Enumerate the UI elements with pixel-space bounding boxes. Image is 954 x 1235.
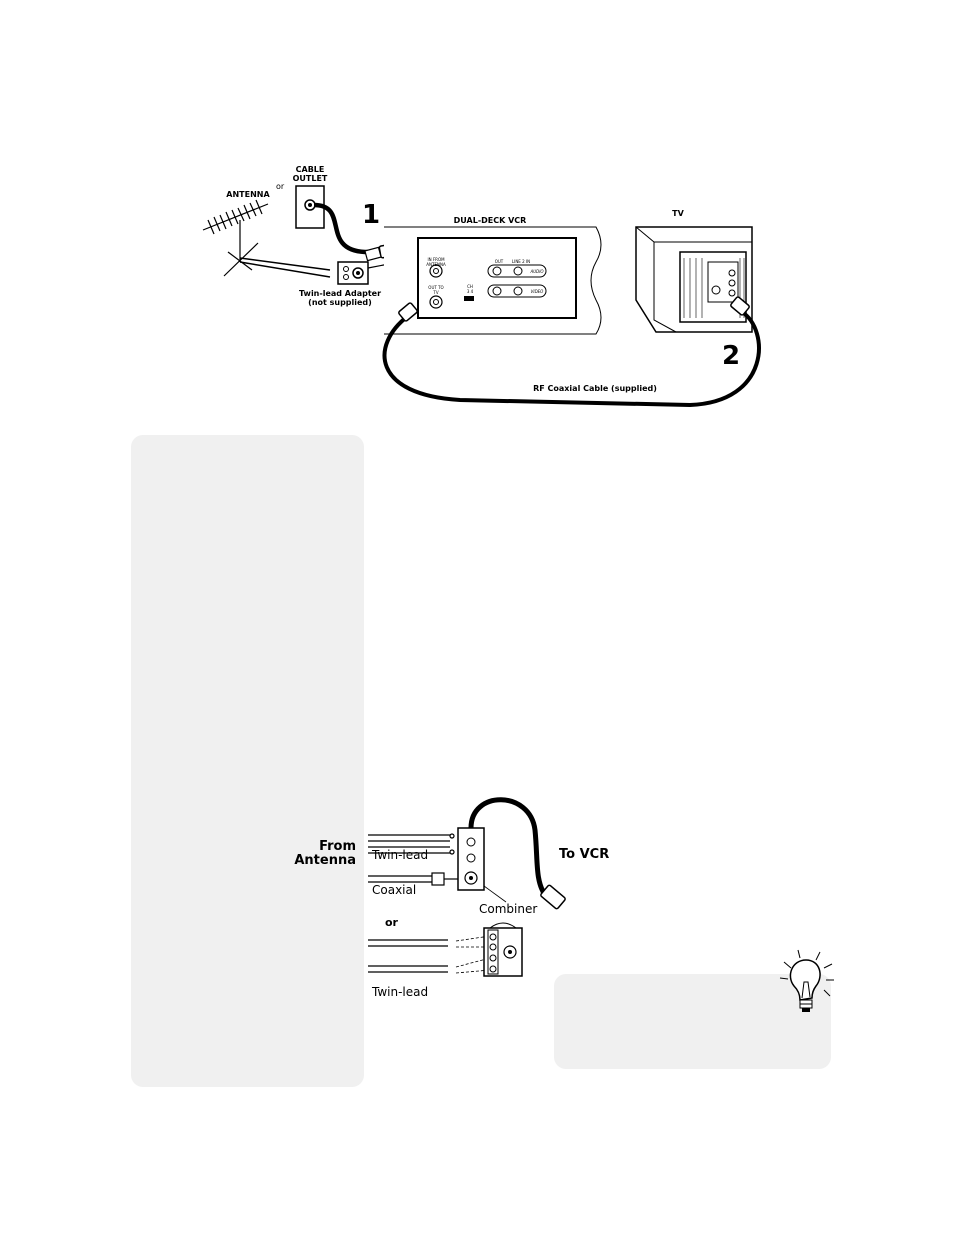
combiner-label: Combiner [479, 902, 538, 916]
to-vcr-label: To VCR [559, 847, 610, 862]
combiner-diagram [368, 797, 566, 977]
vcr-video-label: VIDEO [530, 289, 544, 294]
step-1-label: 1 [362, 200, 381, 230]
tv-icon [635, 226, 753, 333]
rf-cable-label: RF Coaxial Cable (supplied) [533, 384, 657, 393]
step-2-label: 2 [722, 341, 741, 371]
or-label: or [385, 916, 398, 929]
vcr-title: DUAL-DECK VCR [453, 216, 527, 225]
vcr-out-label: OUT [494, 259, 504, 264]
from-antenna-label: From Antenna [294, 839, 356, 868]
rf-coaxial-cable [382, 310, 761, 408]
hookup-diagram [202, 185, 761, 408]
vcr-jack-in-label: IN FROM ANTENNA [426, 257, 446, 267]
lightbulb-icon [779, 949, 834, 1012]
sidebar-panel [131, 435, 364, 1087]
vcr-jack-out-label: OUT TO TV [428, 285, 444, 295]
vcr-icon [384, 226, 602, 335]
twin-lead-bottom-label: Twin-lead [372, 985, 429, 999]
antenna-icon [202, 199, 269, 277]
antenna-label: ANTENNA [226, 190, 270, 199]
twin-lead-top-label: Twin-lead [372, 848, 429, 862]
twin-lead-adapter-label: Twin-lead Adapter (not supplied) [298, 289, 382, 307]
combiner-box-alt-icon [483, 922, 523, 977]
vcr-line2-label: LINE 2 IN [511, 259, 531, 264]
vcr-ch-label: CH 3 4 [466, 284, 474, 294]
tip-box [554, 974, 831, 1069]
vcr-audio-label: AUDIO [530, 269, 544, 274]
cable-1 [313, 202, 384, 255]
tv-title: TV [672, 209, 684, 218]
combiner-box-icon [457, 827, 485, 891]
twin-lead-adapter-icon [337, 261, 369, 285]
coaxial-label: Coaxial [372, 883, 417, 897]
or-label-top: or [276, 182, 285, 191]
cable-outlet-label: CABLE OUTLET [292, 165, 328, 183]
